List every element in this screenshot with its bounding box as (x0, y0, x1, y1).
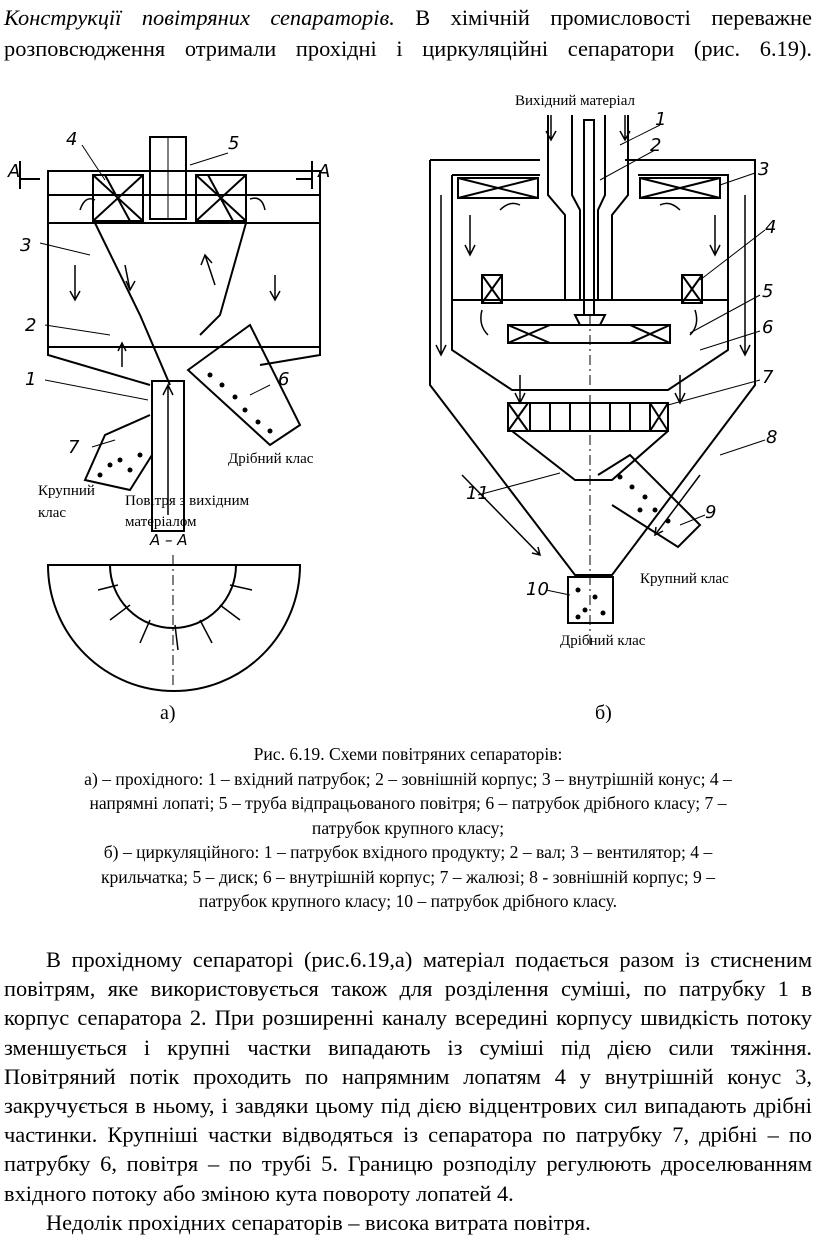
separator-diagrams: A A 4 5 3 2 1 6 7 Дрібний клас Крупний к… (7, 93, 777, 724)
guide-vanes-left (92, 174, 144, 222)
coarse-class-label-a-2: клас (38, 505, 66, 521)
section-heading: Конструкції повітряних сепараторів. (4, 5, 395, 30)
inner-cone (94, 222, 171, 386)
coarse-class-label-a-1: Крупний (38, 483, 95, 499)
disk (507, 324, 671, 344)
guide-vanes-right (195, 174, 247, 222)
section-mark-right: A (317, 161, 330, 182)
intro-paragraph: Конструкції повітряних сепараторів. В хі… (4, 2, 812, 64)
fan-right (639, 177, 721, 199)
diagram-b (429, 115, 756, 645)
fine-class-label-a: Дрібний клас (228, 451, 314, 467)
label-b-9: 9 (705, 502, 716, 523)
label-a-2: 2 (25, 315, 36, 336)
body-text: В прохідному сепараторі (рис.6.19,а) мат… (4, 945, 812, 1237)
caption-title: Рис. 6.19. Схеми повітряних сепараторів: (253, 744, 563, 764)
section-mark-left: A (7, 161, 20, 182)
coarse-class-label-b: Крупний клас (640, 571, 729, 587)
fan-left (457, 177, 539, 199)
sub-label-b: б) (595, 702, 612, 724)
label-a-4: 4 (66, 129, 77, 150)
outer-housing (429, 159, 756, 576)
caption-line-a1: а) – прохідного: 1 – вхідний патрубок; 2… (84, 768, 732, 789)
label-a-1: 1 (25, 369, 36, 390)
diagram-a (19, 136, 321, 692)
section-title: А – А (149, 531, 188, 549)
shaft (583, 119, 595, 316)
caption-line-b3: патрубок крупного класу; 10 – патрубок д… (198, 891, 618, 911)
impeller-right (681, 274, 703, 304)
label-b-3: 3 (758, 159, 769, 180)
label-b-11: 11 (466, 483, 489, 504)
caption-line-b2: крильчатка; 5 – диск; 6 – внутрішній кор… (100, 866, 716, 887)
label-b-4: 4 (765, 217, 776, 238)
caption-line-a3: патрубок крупного класу; (311, 817, 505, 838)
figure-caption: Рис. 6.19. Схеми повітряних сепараторів:… (0, 742, 816, 914)
paragraph-1: В прохідному сепараторі (рис.6.19,а) мат… (4, 947, 812, 1206)
air-label-1: Повітря з вихідним (125, 493, 250, 509)
fine-class-label-b: Дрібний клас (560, 633, 646, 649)
air-label-2: матеріалом (125, 514, 197, 530)
label-b-10: 10 (526, 579, 549, 600)
label-a-7: 7 (68, 437, 80, 458)
label-a-5: 5 (228, 133, 239, 154)
paragraph-2: Недолік прохідних сепараторів – висока в… (46, 1209, 591, 1235)
label-b-2: 2 (650, 135, 661, 156)
impeller-left (481, 274, 503, 304)
label-b-7: 7 (762, 367, 774, 388)
label-b-6: 6 (762, 317, 773, 338)
louvres (507, 402, 669, 432)
input-material-label: Вихідний матеріал (515, 93, 635, 109)
caption-line-a2: напрямні лопаті; 5 – труба відпрацьовано… (89, 793, 727, 813)
section-view (46, 564, 302, 692)
figure-6-19: A A 4 5 3 2 1 6 7 Дрібний клас Крупний к… (0, 85, 816, 735)
label-b-1: 1 (655, 109, 666, 130)
intro-text: В хімічній промисловості переважне розпо… (4, 5, 812, 61)
label-a-6: 6 (278, 369, 289, 390)
inner-housing (451, 174, 729, 391)
coarse-class-pipe-b (597, 453, 702, 549)
label-b-8: 8 (766, 427, 777, 448)
label-b-5: 5 (762, 281, 773, 302)
fine-class-pipe (186, 323, 302, 447)
caption-line-b1: б) – циркуляційного: 1 – патрубок вхідно… (103, 842, 713, 862)
label-a-3: 3 (20, 235, 31, 256)
coarse-class-pipe (83, 414, 153, 492)
sub-label-a: а) (160, 702, 176, 724)
